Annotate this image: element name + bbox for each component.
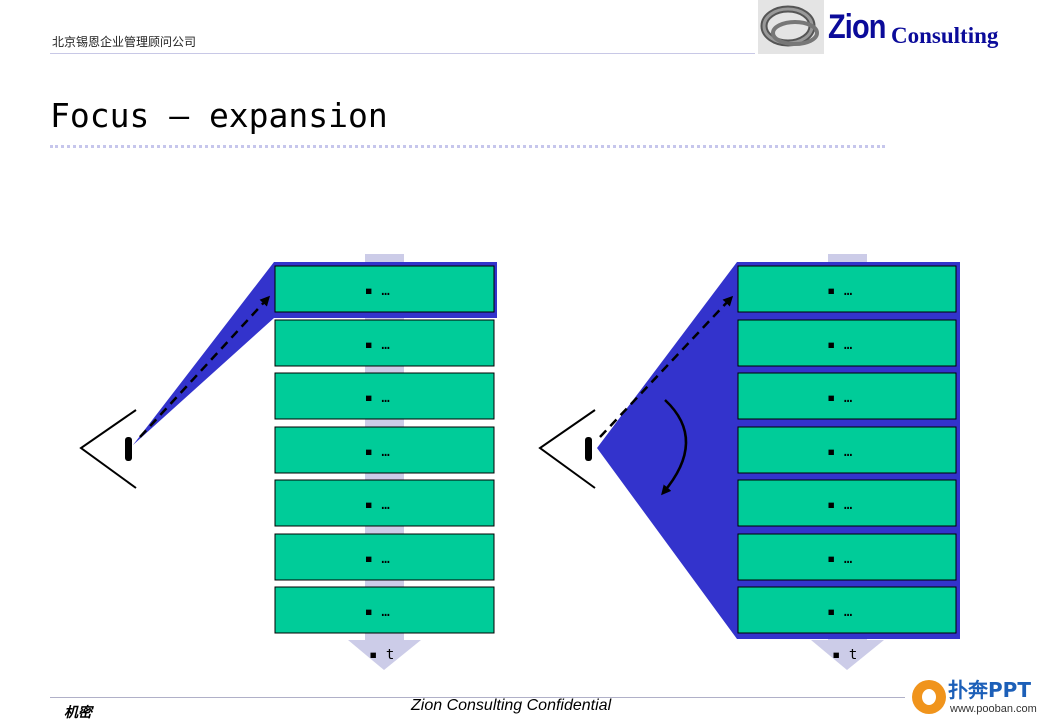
box-right-3: ▪ …	[737, 372, 957, 420]
box-label: ▪ …	[365, 604, 390, 620]
box-right-4: ▪ …	[737, 426, 957, 474]
box-right-2: ▪ …	[737, 319, 957, 367]
eye-icon-right	[538, 409, 596, 489]
box-right-6: ▪ …	[737, 533, 957, 581]
header-divider	[50, 53, 755, 54]
box-left-4: ▪ …	[274, 426, 495, 474]
box-rect	[274, 372, 495, 420]
watermark: 扑奔PPT www.pooban.com	[912, 680, 1040, 720]
box-label: ▪ …	[365, 283, 390, 299]
box-label: ▪ …	[827, 337, 852, 353]
title-divider	[50, 145, 885, 148]
box-label: ▪ …	[365, 551, 390, 567]
expansion-arc-arrow	[661, 399, 688, 496]
eye-icon-left	[79, 409, 137, 489]
focus-arrow-left	[139, 295, 271, 438]
box-rect	[737, 479, 957, 527]
box-rect	[274, 265, 495, 313]
logo-zion: Zion	[828, 8, 886, 46]
focus-arrow-right	[599, 295, 734, 438]
box-rect	[737, 586, 957, 634]
box-label: ▪ …	[365, 444, 390, 460]
box-label: ▪ …	[365, 390, 390, 406]
box-stack-left: ▪ … ▪ … ▪ … ▪ … ▪ … ▪ … ▪ …	[274, 265, 495, 634]
eye-pupil-left	[125, 437, 132, 461]
box-stack-right: ▪ … ▪ … ▪ … ▪ … ▪ … ▪ … ▪ …	[737, 265, 957, 634]
time-arrowhead-right	[811, 640, 884, 670]
box-right-5: ▪ …	[737, 479, 957, 527]
footer-divider	[50, 697, 905, 698]
box-label: ▪ …	[827, 283, 852, 299]
watermark-url: www.pooban.com	[950, 703, 1037, 715]
company-name: 北京锡恩企业管理顾问公司	[52, 35, 197, 49]
box-label: ▪ …	[365, 337, 390, 353]
box-label: ▪ …	[827, 390, 852, 406]
watermark-brand: 扑奔PPT	[948, 678, 1031, 702]
footer-secret: 机密	[64, 705, 92, 721]
logo: Zion Consulting	[758, 0, 1040, 56]
box-rect	[737, 533, 957, 581]
box-label: ▪ …	[827, 604, 852, 620]
logo-consulting: Consulting	[891, 23, 999, 48]
box-rect	[737, 265, 957, 313]
box-label: ▪ …	[827, 444, 852, 460]
box-rect	[274, 586, 495, 634]
footer-confidential: Zion Consulting Confidential	[411, 697, 612, 714]
box-right-1: ▪ …	[737, 265, 957, 313]
box-label: ▪ …	[827, 551, 852, 567]
eye-pupil-right	[585, 437, 592, 461]
box-left-2: ▪ …	[274, 319, 495, 367]
box-rect	[274, 426, 495, 474]
box-rect	[274, 479, 495, 527]
box-label: ▪ …	[365, 497, 390, 513]
time-label-right: ▪ t	[832, 647, 857, 663]
time-arrowhead-left	[348, 640, 421, 670]
page-title: Focus – expansion	[50, 96, 388, 135]
box-rect	[737, 426, 957, 474]
box-left-7: ▪ …	[274, 586, 495, 634]
box-rect	[737, 372, 957, 420]
box-left-6: ▪ …	[274, 533, 495, 581]
box-left-3: ▪ …	[274, 372, 495, 420]
watermark-logo-icon	[912, 680, 946, 714]
box-label: ▪ …	[827, 497, 852, 513]
box-left-1: ▪ …	[274, 265, 495, 313]
box-right-7: ▪ …	[737, 586, 957, 634]
time-label-left: ▪ t	[369, 647, 394, 663]
logo-ring-icon	[758, 0, 824, 54]
box-rect	[737, 319, 957, 367]
box-rect	[274, 319, 495, 367]
box-left-5: ▪ …	[274, 479, 495, 527]
box-rect	[274, 533, 495, 581]
